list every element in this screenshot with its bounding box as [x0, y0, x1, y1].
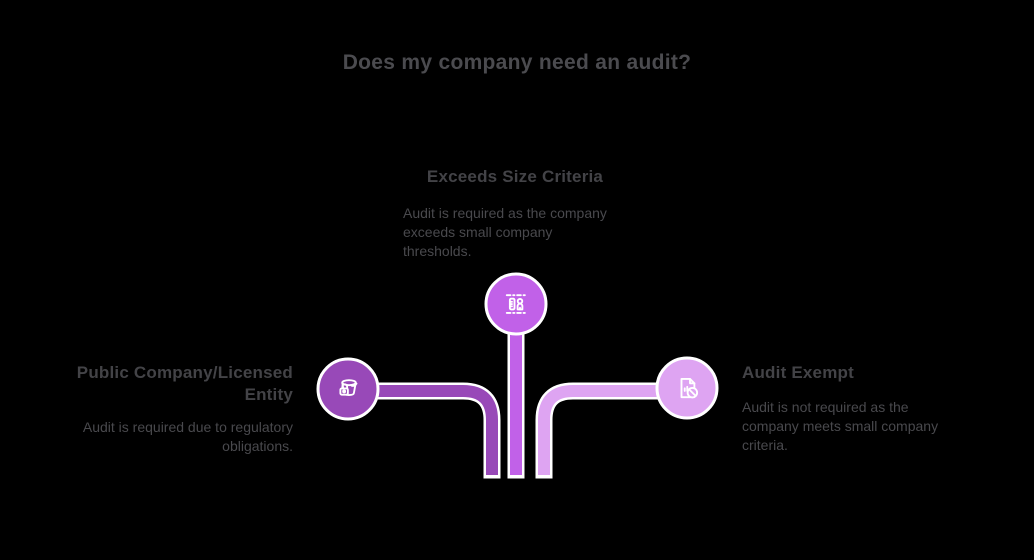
node-description: Audit is not required as the company mee… [742, 399, 939, 453]
node-heading: Public Company/Licensed Entity [76, 363, 293, 404]
node-heading: Exceeds Size Criteria [426, 167, 604, 186]
connector-left-line [350, 385, 498, 475]
node-circle-top [484, 272, 548, 336]
connector-right-line [538, 385, 688, 475]
document-no-audit-icon [680, 377, 699, 399]
node-description: Audit is required as the company exceeds… [403, 205, 607, 259]
node-public-company: Public Company/Licensed Entity Audit is … [40, 362, 293, 456]
node-audit-exempt: Audit Exempt Audit is not required as th… [742, 362, 982, 455]
diagram-title: Does my company need an audit? [342, 51, 692, 74]
node-exceeds-size: Exceeds Size Criteria Audit is required … [403, 166, 627, 261]
node-heading: Audit Exempt [742, 363, 854, 382]
node-description: Audit is required due to regulatory obli… [82, 419, 293, 454]
measurement-person-icon [505, 294, 527, 314]
bucket-padlock-icon [339, 379, 358, 396]
